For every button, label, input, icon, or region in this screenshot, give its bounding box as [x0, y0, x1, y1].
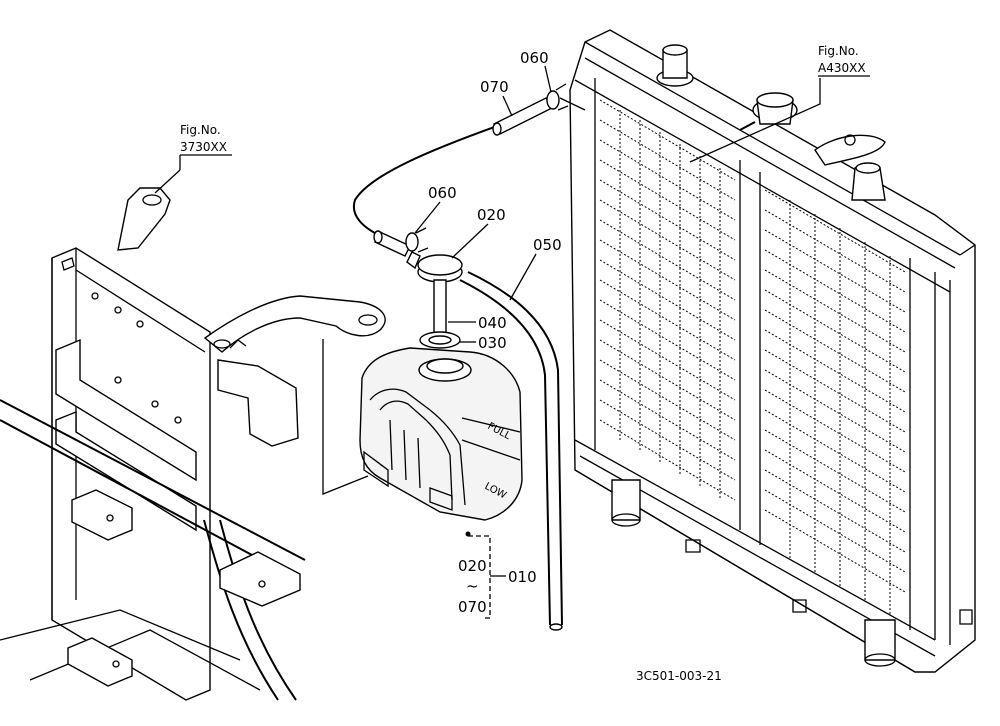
washer-030	[419, 331, 461, 349]
drain-hose-050-edge	[467, 271, 563, 626]
clip-060-upper	[546, 83, 569, 111]
reference-radiator-figure: Fig.No. A430XX	[818, 44, 870, 77]
drain-hose-050	[459, 279, 551, 626]
part-label-030: 030	[478, 334, 507, 352]
ref-frame-title: Fig.No.	[180, 123, 221, 137]
assembly-callout: 020 ~ 070 010	[458, 535, 537, 619]
assembly-from-label: 020	[458, 557, 487, 575]
leader-060-upper	[544, 65, 552, 93]
reference-frame-figure: Fig.No. 3730XX	[179, 123, 232, 170]
leader-050	[509, 253, 537, 301]
tank-mount-leader	[322, 339, 369, 495]
clip-060-lower	[405, 227, 429, 253]
suction-pipe-040	[433, 279, 447, 341]
part-label-020: 020	[477, 206, 506, 224]
hose-070	[492, 97, 553, 136]
ref-radiator-title: Fig.No.	[818, 44, 859, 58]
leader-070	[502, 95, 513, 117]
drawing-code: 3C501-003-21	[636, 669, 722, 683]
radiator-ref-leader	[689, 78, 821, 163]
part-label-060-lower: 060	[428, 184, 457, 202]
ref-radiator-code: A430XX	[818, 61, 866, 75]
hose-tank-inlet	[373, 230, 411, 257]
radiator-assembly	[569, 29, 976, 673]
part-label-050: 050	[533, 236, 562, 254]
part-label-060-upper: 060	[520, 49, 549, 67]
leader-020	[451, 223, 489, 259]
ref-frame-code: 3730XX	[180, 140, 227, 154]
assembly-to-label: 070	[458, 598, 487, 616]
overflow-hose-line	[352, 124, 501, 239]
assembly-number-label: 010	[508, 568, 537, 586]
leader-060-lower	[414, 201, 441, 234]
part-label-070: 070	[480, 78, 509, 96]
frame-assembly	[0, 169, 386, 701]
assembly-tilde: ~	[466, 577, 479, 595]
hose-to-radiator	[559, 97, 586, 111]
part-label-040: 040	[478, 314, 507, 332]
reserve-tank	[359, 347, 523, 537]
